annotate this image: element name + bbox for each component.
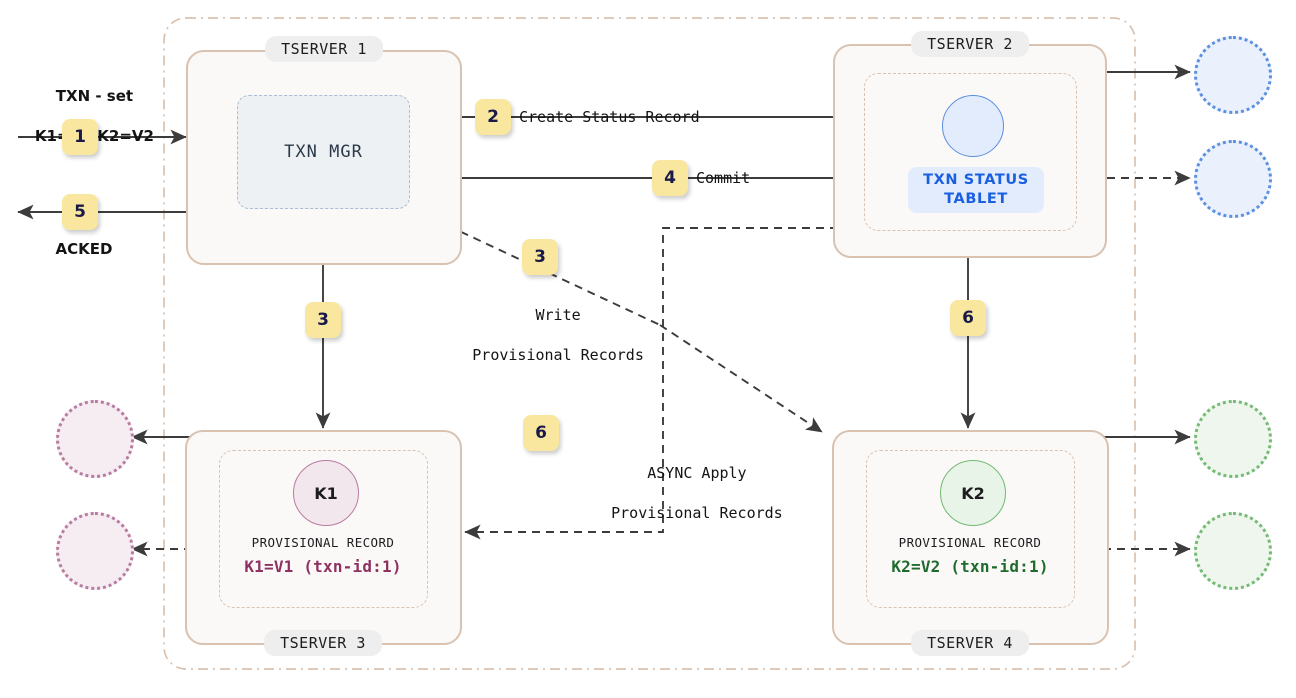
tserver-1-label: TSERVER 1 (265, 36, 383, 62)
txn-status-tablet-text: TXN STATUS TABLET (923, 172, 1029, 207)
step-badge-5[interactable]: 5 (62, 194, 98, 230)
request-label-line1: TXN - set (55, 87, 134, 105)
prov-record-title-2: PROVISIONAL RECORD (898, 535, 1042, 550)
k1-circle[interactable]: K1 (293, 460, 359, 526)
prov-record-value-2: K2=V2 (txn-id:1) (891, 557, 1049, 576)
async-apply-line2: Provisional Records (611, 504, 783, 522)
tserver-4-record-region (866, 450, 1075, 608)
async-apply-line1: ASYNC Apply (647, 464, 747, 482)
commit-label: Commit (696, 169, 751, 187)
tserver-2-label: TSERVER 2 (911, 31, 1029, 57)
cluster-boundary (163, 17, 1136, 670)
write-provisional-records-label: Write Provisional Records (436, 285, 644, 385)
write-prov-line2: Provisional Records (472, 346, 644, 364)
tserver-3-provisional-record: PROVISIONAL RECORD K1=V1 (txn-id:1) (208, 535, 438, 576)
txn-mgr-box[interactable]: TXN MGR (237, 95, 410, 209)
replica-green-bottom-icon (1194, 512, 1272, 590)
prov-record-value-1: K1=V1 (txn-id:1) (244, 557, 402, 576)
step-badge-1[interactable]: 1 (62, 119, 98, 155)
replica-blue-bottom-icon (1194, 140, 1272, 218)
tserver-3-record-region (219, 450, 428, 608)
step-badge-2[interactable]: 2 (475, 99, 511, 135)
tserver-4-label: TSERVER 4 (911, 630, 1029, 656)
tserver-3-label: TSERVER 3 (264, 630, 382, 656)
write-prov-line1: Write (535, 306, 581, 324)
acked-label: ACKED (55, 240, 113, 258)
tserver-2-tablet-region (864, 73, 1077, 231)
step-badge-6-mid[interactable]: 6 (523, 415, 559, 451)
async-apply-label: ASYNC Apply Provisional Records (575, 443, 783, 543)
step-badge-4[interactable]: 4 (652, 160, 688, 196)
txn-status-tablet[interactable]: TXN STATUS TABLET (908, 167, 1044, 213)
prov-record-title-1: PROVISIONAL RECORD (251, 535, 395, 550)
replica-pink-top-icon (56, 400, 134, 478)
step-badge-6-right[interactable]: 6 (950, 300, 986, 336)
replica-pink-bottom-icon (56, 512, 134, 590)
replica-blue-top-icon (1194, 36, 1272, 114)
step-badge-3-mid[interactable]: 3 (522, 239, 558, 275)
k2-circle[interactable]: K2 (940, 460, 1006, 526)
txn-status-circle[interactable] (942, 95, 1004, 157)
create-status-record-label: Create Status Record (519, 108, 700, 126)
tserver-4-provisional-record: PROVISIONAL RECORD K2=V2 (txn-id:1) (855, 535, 1085, 576)
replica-green-top-icon (1194, 400, 1272, 478)
arrow-step-3-diagonal-2 (659, 324, 823, 433)
arrow-step-6-async (464, 227, 838, 540)
step-badge-3-left[interactable]: 3 (305, 302, 341, 338)
